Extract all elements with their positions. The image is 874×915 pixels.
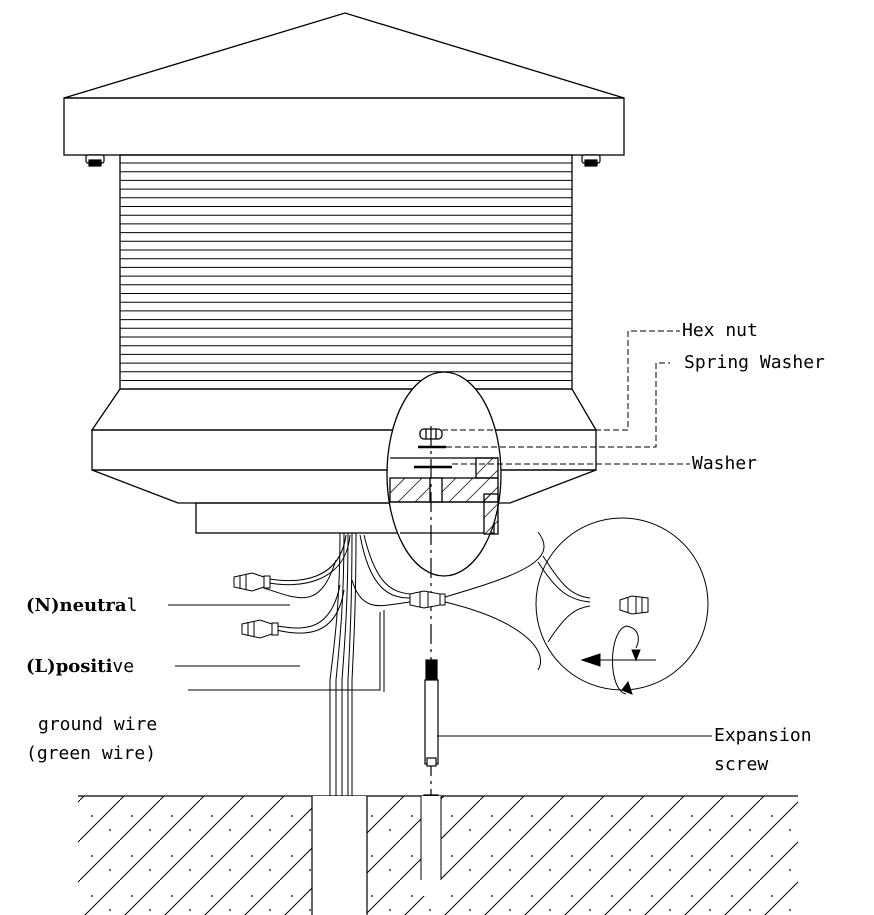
cap-bolts — [85, 154, 601, 167]
lamp-base — [90, 388, 598, 534]
cap-rim — [63, 97, 625, 156]
label-spring-washer: Spring Washer — [684, 352, 825, 373]
detail-ellipse — [386, 371, 502, 577]
cap-roof — [63, 12, 625, 99]
label-green-wire: (green wire) — [26, 743, 156, 764]
base-bevel — [90, 388, 598, 431]
label-neutral: (N)neutral — [26, 595, 137, 616]
ground — [78, 795, 798, 915]
label-expansion: Expansion — [714, 725, 812, 746]
label-hex-nut: Hex nut — [682, 320, 758, 341]
connector-neutral — [233, 572, 271, 592]
wire-connectors — [233, 572, 446, 639]
connector-twist-detail — [444, 517, 709, 695]
lamp-cap — [63, 12, 625, 156]
detail-connector — [619, 595, 649, 615]
cable-bundle — [188, 532, 411, 796]
detail-hatched-section — [389, 477, 499, 503]
rotation-arrow — [612, 625, 627, 695]
connector-right — [409, 590, 446, 609]
base-taper — [91, 469, 597, 504]
connector-positive — [241, 619, 279, 639]
label-ground-wire: ground wire — [38, 714, 157, 735]
louver-body — [119, 154, 573, 390]
leader-lines — [168, 330, 712, 737]
label-screw: screw — [714, 754, 768, 775]
label-positive: (L)positive — [26, 656, 134, 677]
bolt-detail — [386, 371, 502, 577]
label-washer: Washer — [692, 453, 757, 474]
